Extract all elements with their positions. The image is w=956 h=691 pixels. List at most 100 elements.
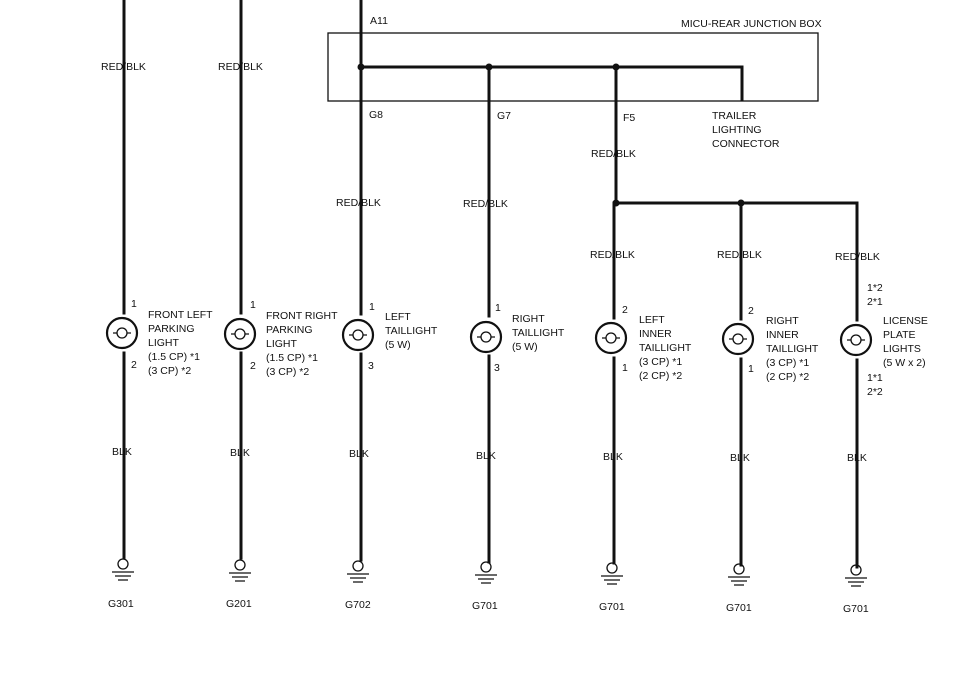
- bulb-icon: [469, 320, 503, 354]
- ground-icon: [601, 562, 623, 585]
- bulb-icon: [105, 316, 139, 350]
- bulb-icon: [594, 321, 628, 355]
- ground-label: G301: [108, 598, 134, 610]
- pin-bottom: 1*1: [867, 372, 883, 384]
- component-label: LEFT: [385, 311, 411, 323]
- ground-label: G701: [599, 601, 625, 613]
- wire-color-f5: RED/BLK: [591, 148, 636, 160]
- component-label: INNER: [766, 329, 799, 341]
- ground-icon: [229, 559, 251, 582]
- wire-color-lower: BLK: [847, 452, 867, 464]
- component-label: RIGHT: [766, 315, 799, 327]
- wire-color-lower: BLK: [603, 451, 623, 463]
- bulb-icon: [223, 317, 257, 351]
- component-label: TAILLIGHT: [512, 327, 565, 339]
- junction-box-title: MICU-REAR JUNCTION BOX: [681, 18, 822, 30]
- ground-label: G201: [226, 598, 252, 610]
- circuit-left-taillight: RED/BLK 1 3 LEFT TAILLIGHT (5 W) BLK G70…: [336, 197, 438, 611]
- component-label: (3 CP) *2: [266, 366, 309, 378]
- pin-g7: G7: [497, 110, 511, 122]
- circuit-right-taillight: RED/BLK 1 3 RIGHT TAILLIGHT (5 W) BLK G7…: [463, 198, 565, 612]
- component-label: (5 W): [385, 339, 411, 351]
- pin-bottom: 2*2: [867, 386, 883, 398]
- pin-top: 2*1: [867, 296, 883, 308]
- ground-icon: [475, 561, 497, 584]
- component-label: FRONT LEFT: [148, 309, 213, 321]
- pin-bottom: 1: [748, 363, 754, 375]
- ground-label: G701: [472, 600, 498, 612]
- wire-color-lower: BLK: [730, 452, 750, 464]
- component-label: PARKING: [266, 324, 312, 336]
- component-label: INNER: [639, 328, 672, 340]
- trailer-label-line: TRAILER: [712, 110, 757, 122]
- pin-top: 1: [250, 299, 256, 311]
- component-label: (1.5 CP) *1: [266, 352, 318, 364]
- circuit-license-plate-lights: RED/BLK 1*2 2*1 1*1 2*2 LICENSE PLATE LI…: [835, 251, 928, 615]
- pin-f5: F5: [623, 112, 635, 124]
- pin-bottom: 2: [250, 360, 256, 372]
- wire-color-upper: RED/BLK: [101, 61, 146, 73]
- component-label: (5 W x 2): [883, 357, 926, 369]
- circuit-front-right-parking: RED/BLK 1 2 FRONT RIGHT PARKING LIGHT (1…: [218, 61, 338, 610]
- pin-top: 2: [748, 305, 754, 317]
- bulb-icon: [839, 323, 873, 357]
- wire-color-upper: RED/BLK: [336, 197, 381, 209]
- ground-icon: [347, 560, 369, 583]
- pin-top: 1*2: [867, 282, 883, 294]
- component-label: TAILLIGHT: [639, 342, 692, 354]
- wire-color-lower: BLK: [349, 448, 369, 460]
- junction-box: MICU-REAR JUNCTION BOX A11 G8 G7 F5 TRAI…: [327, 15, 822, 150]
- component-label: PLATE: [883, 329, 915, 341]
- ground-label: G701: [843, 603, 869, 615]
- bulb-icon: [341, 318, 375, 352]
- circuit-right-inner-taillight: RED/BLK 2 1 RIGHT INNER TAILLIGHT (3 CP)…: [717, 249, 819, 614]
- wire-color-upper: RED/BLK: [717, 249, 762, 261]
- component-label: LIGHT: [148, 337, 180, 349]
- component-label: PARKING: [148, 323, 194, 335]
- component-label: TAILLIGHT: [766, 343, 819, 355]
- component-label: LIGHTS: [883, 343, 921, 355]
- wire-color-upper: RED/BLK: [835, 251, 880, 263]
- component-label: LIGHT: [266, 338, 298, 350]
- component-label: RIGHT: [512, 313, 545, 325]
- component-label: (2 CP) *2: [766, 371, 809, 383]
- trailer-label-line: CONNECTOR: [712, 138, 780, 150]
- pin-top: 1: [495, 302, 501, 314]
- junction-box-outline: [327, 32, 819, 102]
- pin-g8: G8: [369, 109, 383, 121]
- circuit-front-left-parking: RED/BLK 1 2 FRONT LEFT PARKING LIGHT (1.…: [101, 61, 213, 610]
- junction-bus: [359, 65, 744, 102]
- pin-top: 1: [131, 298, 137, 310]
- pin-top: 1: [369, 301, 375, 313]
- pin-bottom: 3: [494, 362, 500, 374]
- wire-color-upper: RED/BLK: [218, 61, 263, 73]
- wire-color-upper: RED/BLK: [590, 249, 635, 261]
- wire-color-lower: BLK: [230, 447, 250, 459]
- component-label: TAILLIGHT: [385, 325, 438, 337]
- wire-color-upper: RED/BLK: [463, 198, 508, 210]
- ground-label: G701: [726, 602, 752, 614]
- component-label: LEFT: [639, 314, 665, 326]
- pin-bottom: 1: [622, 362, 628, 374]
- ground-label: G702: [345, 599, 371, 611]
- ground-icon: [112, 558, 134, 581]
- wires: [122, 0, 859, 569]
- pin-bottom: 2: [131, 359, 137, 371]
- ground-icon: [845, 564, 867, 587]
- pin-a11: A11: [370, 15, 388, 27]
- component-label: (3 CP) *1: [639, 356, 682, 368]
- ground-icon: [728, 563, 750, 586]
- component-label: LICENSE: [883, 315, 928, 327]
- component-label: (5 W): [512, 341, 538, 353]
- wire-color-lower: BLK: [112, 446, 132, 458]
- component-label: (3 CP) *1: [766, 357, 809, 369]
- trailer-connector-label: TRAILER LIGHTING CONNECTOR: [712, 110, 780, 150]
- component-label: (3 CP) *2: [148, 365, 191, 377]
- component-label: (2 CP) *2: [639, 370, 682, 382]
- component-label: (1.5 CP) *1: [148, 351, 200, 363]
- bulb-icon: [721, 322, 755, 356]
- component-label: FRONT RIGHT: [266, 310, 338, 322]
- circuit-left-inner-taillight: RED/BLK 2 1 LEFT INNER TAILLIGHT (3 CP) …: [590, 249, 692, 613]
- pin-bottom: 3: [368, 360, 374, 372]
